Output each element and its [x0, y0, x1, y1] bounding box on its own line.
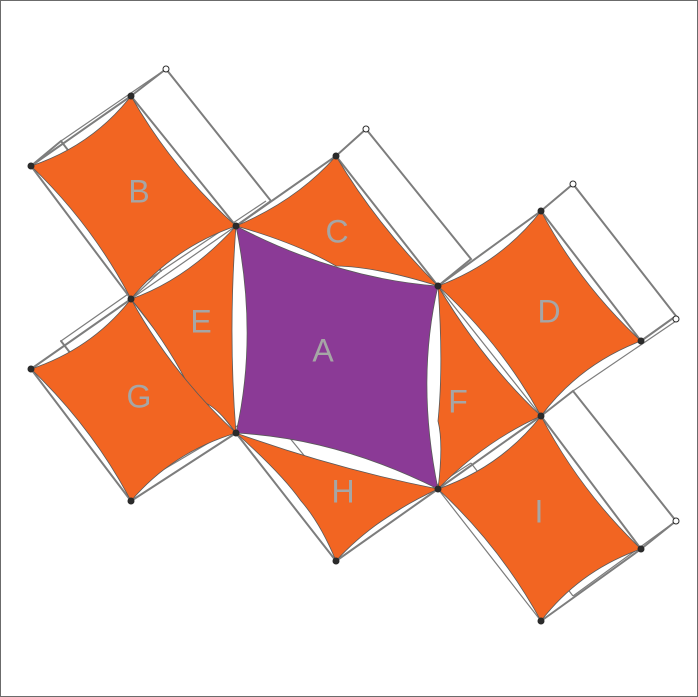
panel-label-a: A [312, 332, 334, 368]
panel-label-b: B [128, 173, 149, 209]
panel-label-e: E [190, 303, 211, 339]
panel-label-i: I [535, 493, 544, 529]
panel-label-c: C [325, 213, 348, 249]
panel-label-h: H [331, 473, 354, 509]
panel-label-f: F [448, 383, 468, 419]
panel-label-g: G [127, 378, 152, 414]
panel-label-d: D [537, 293, 560, 329]
